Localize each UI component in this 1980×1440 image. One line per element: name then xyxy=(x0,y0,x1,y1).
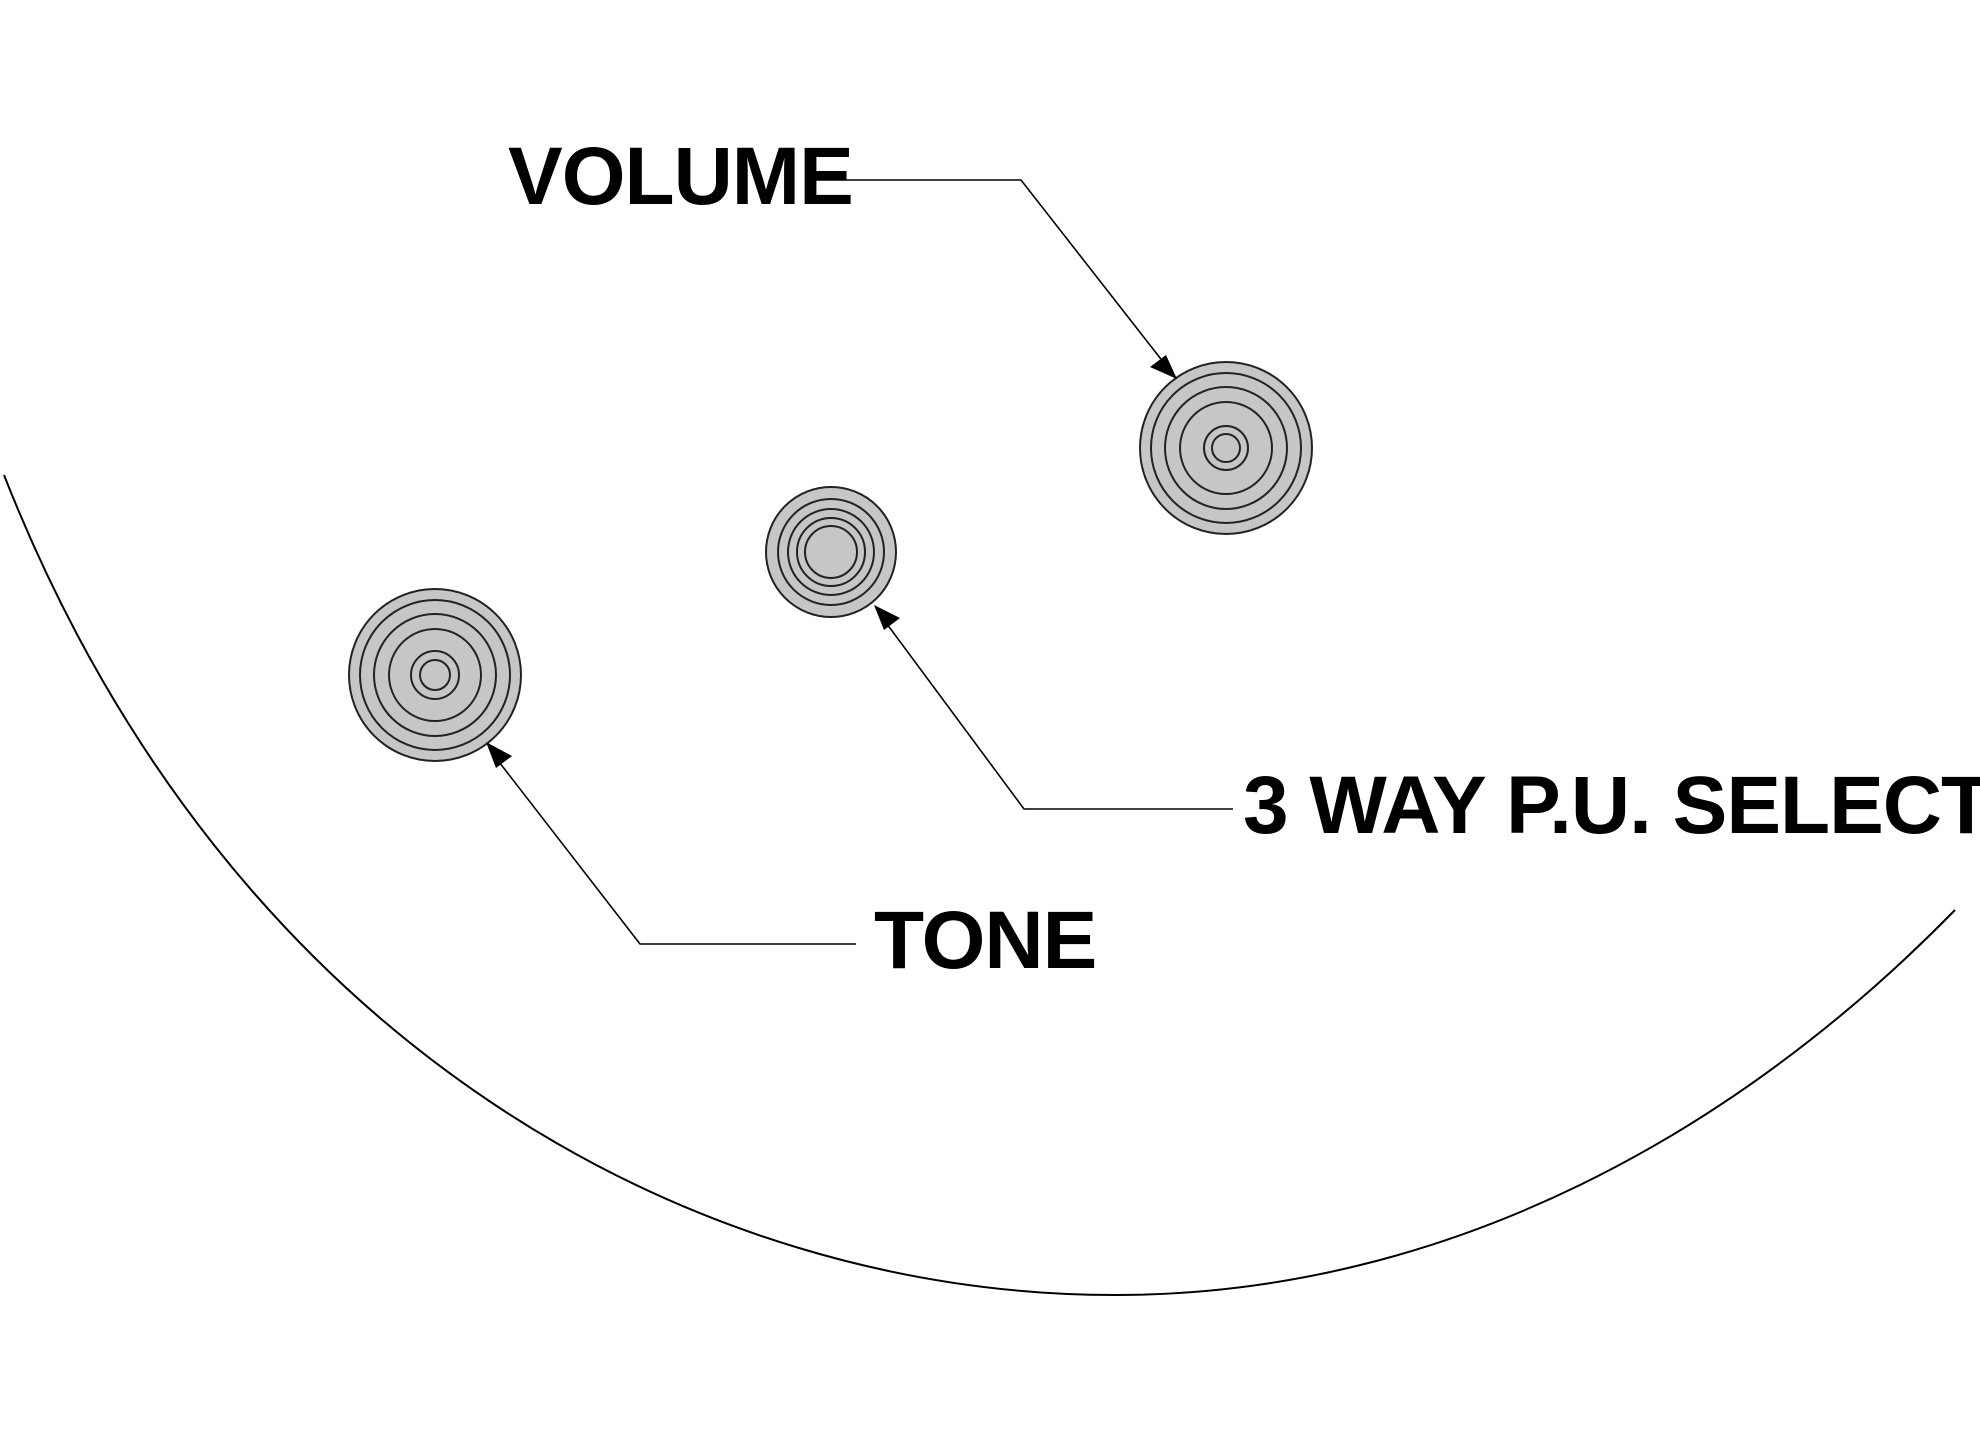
tone-leader-line xyxy=(495,757,856,945)
tone-callout: TONE xyxy=(486,742,1097,986)
volume-callout: VOLUME xyxy=(508,131,1177,379)
selector-label: 3 WAY P.U. SELECTOR xyxy=(1243,760,1980,851)
selector-arrowhead xyxy=(874,605,900,630)
tone-arrowhead xyxy=(486,742,512,768)
guitar-body-outline xyxy=(3,474,1956,1297)
selector-callout: 3 WAY P.U. SELECTOR xyxy=(874,605,1980,851)
volume-knob xyxy=(1139,361,1313,535)
selector-leader-line xyxy=(883,619,1233,810)
volume-leader-line xyxy=(807,179,1165,364)
volume-label: VOLUME xyxy=(508,131,853,222)
selector-knob xyxy=(765,486,897,618)
tone-label: TONE xyxy=(874,895,1096,986)
tone-knob xyxy=(348,588,522,762)
volume-arrowhead xyxy=(1150,355,1177,379)
